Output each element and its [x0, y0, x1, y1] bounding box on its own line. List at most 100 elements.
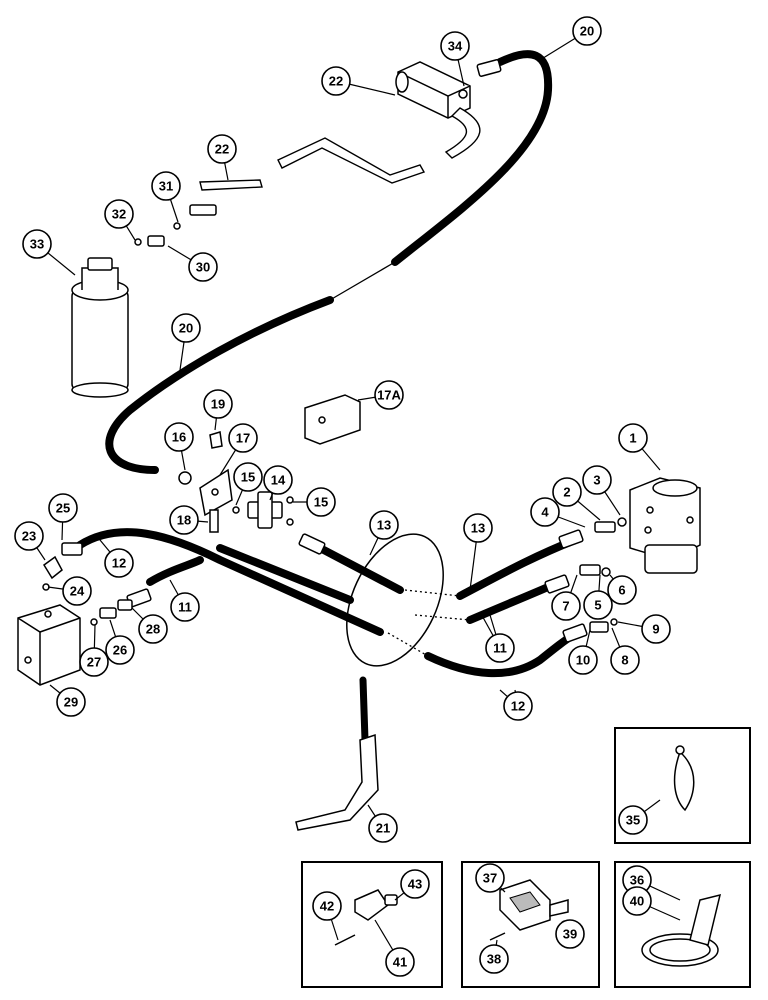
- control-unit-1: [629, 477, 701, 574]
- inset-clip-35: [614, 727, 751, 844]
- callout-8: 8: [610, 645, 640, 675]
- callout-label: 11: [493, 641, 507, 656]
- callout-label: 10: [576, 653, 590, 668]
- callout-6: 6: [607, 575, 637, 605]
- callout-27: 27: [79, 647, 109, 677]
- callout-label: 40: [630, 894, 644, 909]
- callout-label: 14: [271, 473, 286, 488]
- fittings-30-31-32: [134, 204, 217, 247]
- callout-33: 33: [22, 229, 52, 259]
- valve-block-22: [395, 61, 471, 119]
- bracket-17: [178, 431, 233, 533]
- callout-14: 14: [263, 465, 293, 495]
- callout-label: 33: [30, 237, 44, 252]
- callout-36: 36: [622, 865, 652, 895]
- leader-lines: [28, 30, 681, 963]
- callout-25: 25: [48, 493, 78, 523]
- callout-label: 12: [511, 699, 525, 714]
- callout-40: 40: [622, 886, 652, 916]
- callout-38: 38: [479, 944, 509, 974]
- bulkhead-disc: [346, 533, 444, 667]
- inset-band-36-40: [614, 861, 751, 988]
- callout-label: 21: [376, 821, 390, 836]
- callout-label: 19: [211, 397, 225, 412]
- callout-34: 34: [440, 31, 470, 61]
- callout-22: 22: [321, 66, 351, 96]
- callout-label: 23: [22, 529, 36, 544]
- callout-31: 31: [151, 171, 181, 201]
- callout-label: 18: [177, 513, 191, 528]
- elbow-23: [42, 555, 63, 591]
- callout-label: 15: [314, 495, 328, 510]
- callout-label: 43: [408, 877, 422, 892]
- callout-label: 38: [487, 952, 501, 967]
- callout-label: 26: [113, 643, 127, 658]
- callout-42: 42: [312, 891, 342, 921]
- callout-18: 18: [169, 505, 199, 535]
- callout-5: 5: [583, 590, 613, 620]
- tee-14: [232, 491, 294, 529]
- callout-label: 39: [563, 927, 577, 942]
- callout-24: 24: [62, 576, 92, 606]
- strip-21: [295, 676, 379, 831]
- callout-label: 22: [329, 74, 343, 89]
- callout-4: 4: [530, 497, 560, 527]
- callout-label: 22: [215, 142, 229, 157]
- callout-26: 26: [105, 635, 135, 665]
- callout-16: 16: [164, 422, 194, 452]
- callout-15: 15: [233, 462, 263, 492]
- callout-11: 11: [170, 592, 200, 622]
- callout-label: 42: [320, 899, 334, 914]
- dotted-connectors: [387, 589, 471, 657]
- callout-1: 1: [618, 423, 648, 453]
- hoses-right: [424, 529, 588, 678]
- callout-label: 2: [563, 485, 570, 500]
- fittings-26-28: [90, 599, 133, 626]
- callout-label: 1: [629, 431, 636, 446]
- callout-label: 35: [626, 813, 640, 828]
- callout-label: 20: [580, 24, 594, 39]
- callout-label: 7: [562, 599, 569, 614]
- callout-label: 17: [236, 431, 250, 446]
- callout-43: 43: [400, 869, 430, 899]
- callout-37: 37: [475, 863, 505, 893]
- callout-label: 32: [112, 207, 126, 222]
- bracket-17A: [304, 394, 361, 445]
- fittings-right: [579, 517, 627, 633]
- callout-32: 32: [104, 199, 134, 229]
- callout-22: 22: [207, 134, 237, 164]
- callout-label: 13: [471, 521, 485, 536]
- callout-35: 35: [618, 805, 648, 835]
- callout-12: 12: [104, 548, 134, 578]
- callout-12: 12: [503, 691, 533, 721]
- callout-10: 10: [568, 645, 598, 675]
- valve-block-29: [17, 604, 81, 686]
- callout-23: 23: [14, 521, 44, 551]
- callout-label: 34: [448, 39, 463, 54]
- callout-28: 28: [138, 614, 168, 644]
- callout-label: 29: [64, 695, 78, 710]
- callout-19: 19: [203, 389, 233, 419]
- callout-label: 37: [483, 871, 497, 886]
- callout-17: 17: [228, 423, 258, 453]
- callout-label: 30: [196, 260, 210, 275]
- callout-label: 36: [630, 873, 644, 888]
- callout-20: 20: [572, 16, 602, 46]
- tube-22: [199, 107, 481, 191]
- callout-30: 30: [188, 252, 218, 282]
- callout-20: 20: [171, 313, 201, 343]
- callout-label: 8: [621, 653, 628, 668]
- callout-label: 4: [541, 505, 549, 520]
- callout-label: 17A: [377, 388, 401, 403]
- callout-label: 13: [377, 518, 391, 533]
- callout-29: 29: [56, 687, 86, 717]
- callout-label: 25: [56, 501, 70, 516]
- callout-label: 6: [618, 583, 625, 598]
- callout-label: 16: [172, 430, 186, 445]
- callout-label: 11: [178, 600, 192, 615]
- callout-3: 3: [582, 465, 612, 495]
- callout-41: 41: [385, 947, 415, 977]
- callout-label: 41: [393, 955, 407, 970]
